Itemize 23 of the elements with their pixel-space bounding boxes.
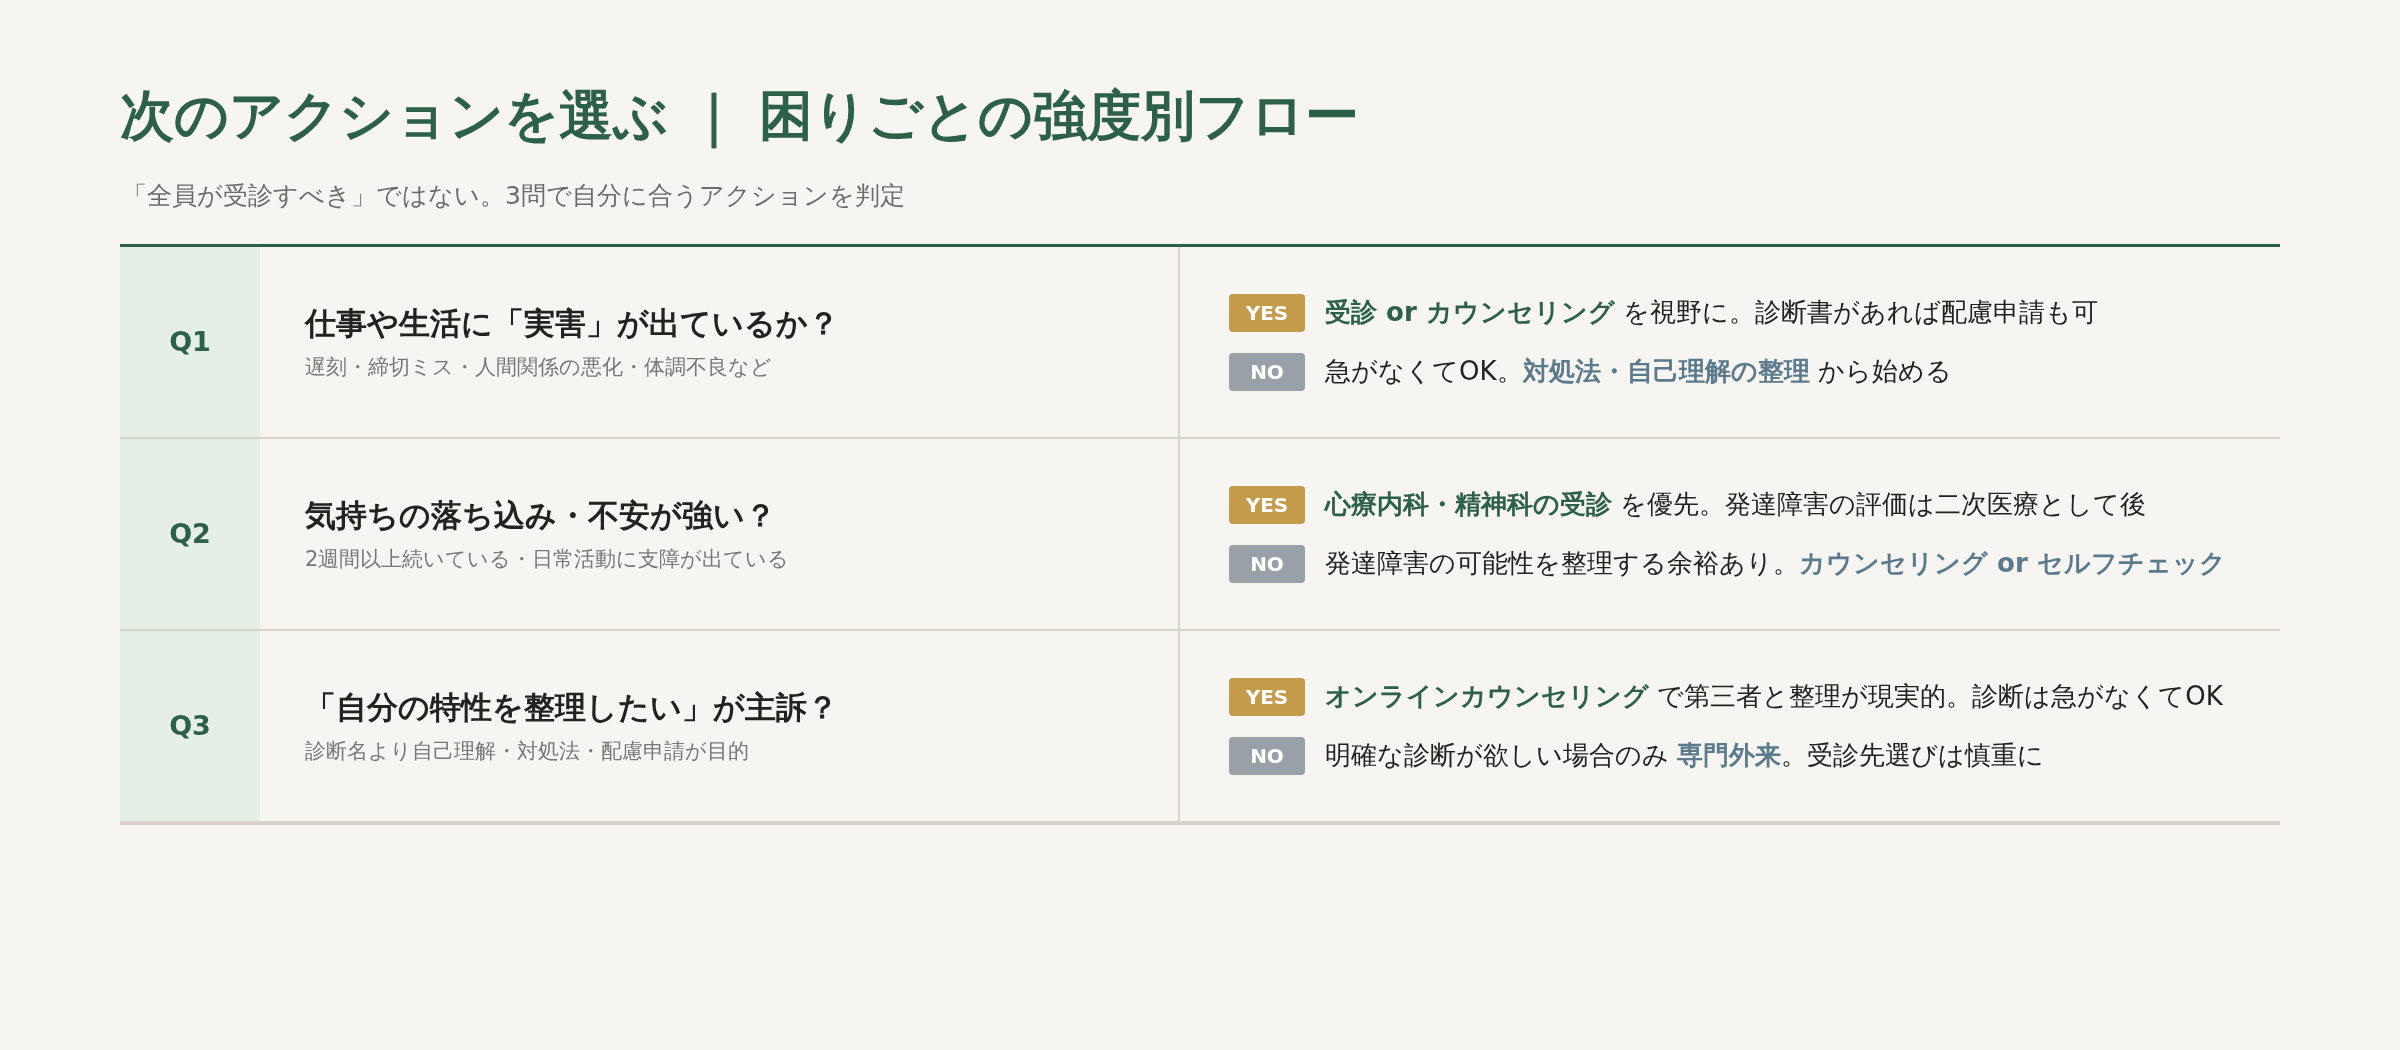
question-note: 遅刻・締切ミス・人間関係の悪化・体調不良など	[305, 353, 773, 381]
answer-text: 受診 or カウンセリング を視野に。診断書があれば配慮申請も可	[1325, 296, 2099, 329]
answer-badge: YES	[1229, 293, 1305, 332]
answer-badge: YES	[1229, 485, 1305, 524]
answer-text: オンラインカウンセリング で第三者と整理が現実的。診断は急がなくてOK	[1325, 680, 2223, 713]
answer-badge: NO	[1229, 352, 1305, 391]
question-text: 仕事や生活に「実害」が出ているか？	[305, 303, 840, 343]
answer-text: 明確な診断が欲しい場合のみ 専門外来。受診先選びは慎重に	[1325, 739, 2045, 772]
question-note: 2週間以上続いている・日常活動に支障が出ている	[305, 545, 791, 573]
answer-badge: YES	[1229, 677, 1305, 716]
title: 次のアクションを選ぶ ｜ 困りごとの強度別フロー	[120, 84, 1359, 149]
answer-text: 発達障害の可能性を整理する余裕あり。カウンセリング or セルフチェック	[1325, 547, 2226, 580]
question-text: 気持ちの落ち込み・不安が強い？	[305, 495, 777, 535]
question-number: Q1	[169, 325, 211, 360]
question-number: Q3	[169, 709, 211, 744]
question-number: Q2	[169, 517, 211, 552]
subtitle: 「全員が受診すべき」ではない。3問で自分に合うアクションを判定	[122, 180, 905, 212]
answer-text: 急がなくてOK。対処法・自己理解の整理 から始める	[1325, 355, 1952, 388]
question-text: 「自分の特性を整理したい」が主訴？	[305, 687, 839, 727]
answer-badge: NO	[1229, 544, 1305, 583]
answer-text: 心療内科・精神科の受診 を優先。発達障害の評価は二次医療として後	[1325, 488, 2147, 521]
answer-badge: NO	[1229, 736, 1305, 775]
question-note: 診断名より自己理解・対処法・配慮申請が目的	[305, 737, 750, 765]
